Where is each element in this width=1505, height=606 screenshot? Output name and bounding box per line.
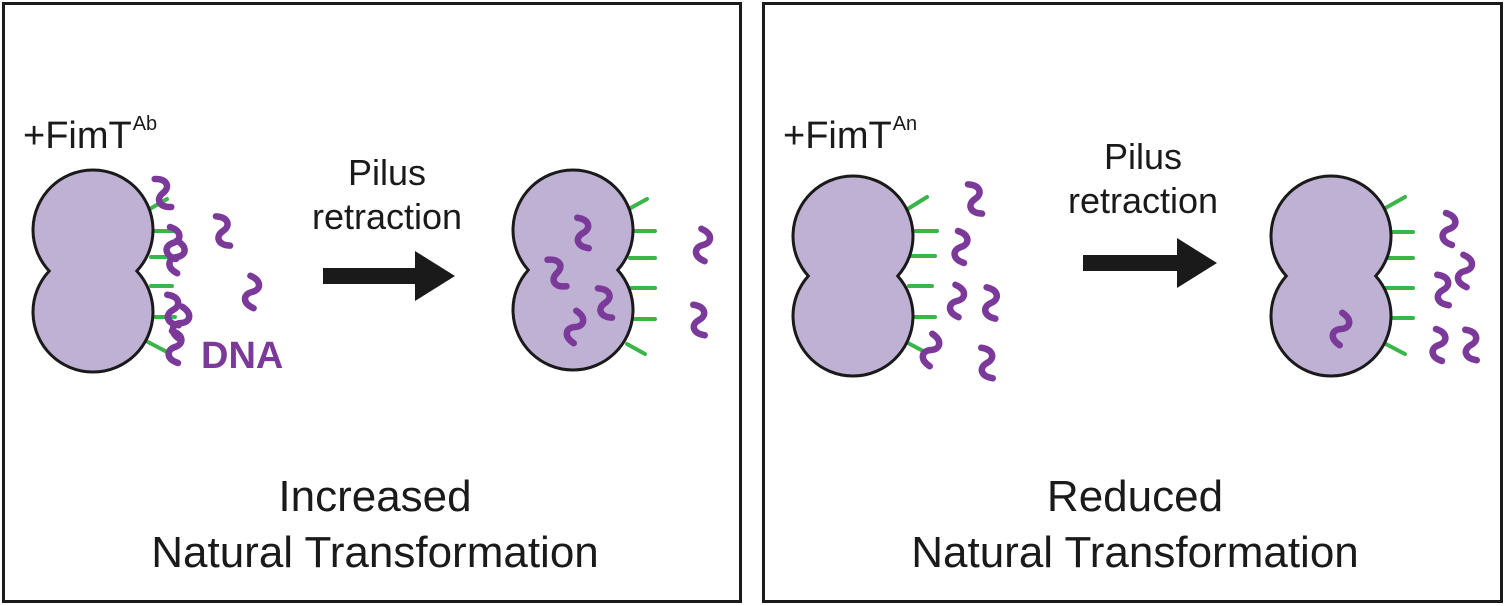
dna-strand [241, 272, 263, 312]
dna-strand [946, 281, 968, 321]
dna-strand [1429, 325, 1449, 365]
dna-strand [166, 237, 188, 277]
bacterial-cell [511, 168, 635, 372]
bacterial-cell [1269, 174, 1393, 378]
dna-strand [982, 284, 1000, 322]
step-label: Pilus retraction [287, 151, 487, 239]
dna-strand [574, 214, 592, 252]
pilus [904, 195, 929, 212]
arrow-shaft [1083, 255, 1179, 271]
dna-strand [594, 285, 616, 321]
panel-reduced: +FimTAn Pilus retraction Reduced Natural… [762, 2, 1503, 603]
arrow-shaft [323, 268, 417, 284]
dna-label: DNA [201, 335, 284, 377]
diagram-right [791, 174, 1480, 382]
bacterial-cell [791, 174, 915, 378]
bacterial-cell [31, 168, 155, 374]
strain-superscript: An [892, 113, 918, 135]
strain-superscript: Ab [132, 113, 158, 135]
dna-strand [964, 181, 986, 217]
panel-increased: +FimTAb Pilus retraction DNA Increased N… [2, 2, 742, 603]
dna-strand [1454, 251, 1476, 291]
dna-strand [1462, 326, 1480, 364]
dna-strand [544, 256, 570, 290]
dna-strand [212, 213, 234, 249]
strain-label: +FimTAb [23, 113, 157, 158]
outcome-label: Reduced Natural Transformation [835, 469, 1435, 581]
dna-strand [1434, 271, 1452, 309]
step-line-1: Pilus [347, 152, 427, 193]
strain-prefix: +FimT [23, 115, 132, 157]
diagram-left [31, 168, 714, 374]
arrow-head [415, 251, 455, 301]
step-label: Pilus retraction [1043, 135, 1243, 223]
dna-strand [163, 223, 183, 263]
strain-prefix: +FimT [783, 115, 892, 157]
pilus [625, 342, 647, 356]
step-line-1: Pilus [1103, 136, 1183, 177]
dna-strand [951, 227, 971, 267]
dna-strand [692, 225, 714, 265]
dna-strand [151, 175, 175, 211]
dna-strand [1329, 309, 1353, 349]
pilus [146, 340, 169, 354]
strain-label: +FimTAn [783, 113, 917, 158]
dna-strand [1439, 209, 1459, 249]
step-line-2: retraction [1067, 180, 1219, 221]
dna-strand [919, 330, 943, 370]
outcome-line-2: Natural Transformation [911, 528, 1359, 577]
arrow-head [1177, 238, 1217, 288]
outcome-line-2: Natural Transformation [151, 528, 599, 577]
outcome-line-1: Increased [278, 472, 472, 521]
outcome-line-1: Reduced [1046, 472, 1224, 521]
dna-strand [164, 291, 182, 329]
dna-strand [165, 327, 185, 367]
step-line-2: retraction [311, 196, 463, 237]
outcome-label: Increased Natural Transformation [75, 469, 675, 581]
dna-strand [690, 301, 708, 339]
dna-strand [978, 344, 996, 382]
dna-strand [563, 307, 587, 347]
